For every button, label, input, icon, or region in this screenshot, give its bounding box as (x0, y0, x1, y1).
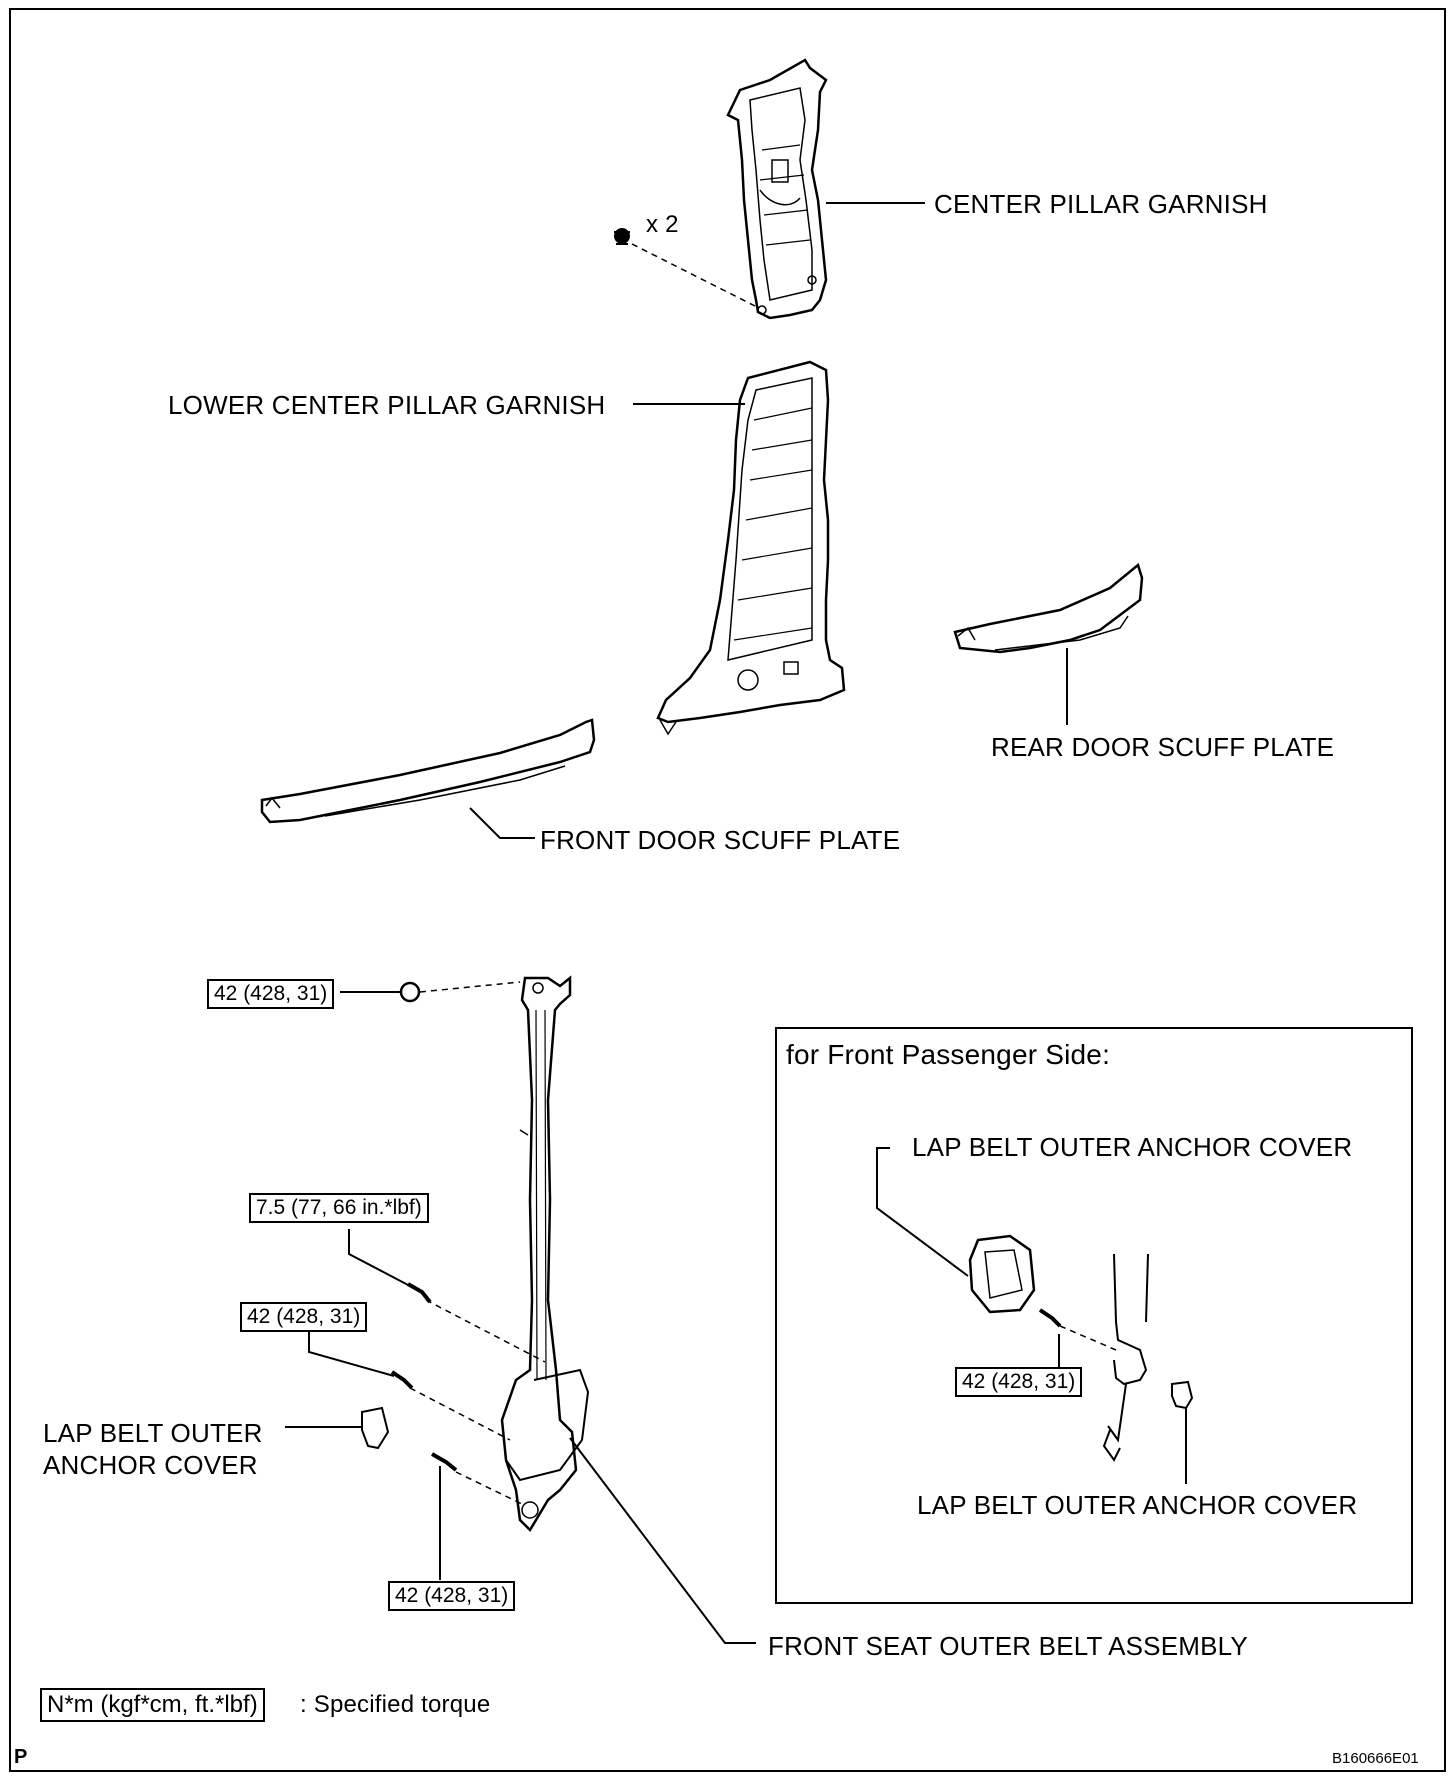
diagram-frame (9, 8, 1446, 1772)
passenger-side-inset (775, 1027, 1413, 1604)
front-scuff-leader (469, 807, 535, 839)
lower-center-pillar-garnish-part (656, 360, 846, 736)
guide-bolt-icon (407, 1282, 432, 1304)
lower-center-pillar-garnish-label: LOWER CENTER PILLAR GARNISH (168, 390, 606, 420)
front-seat-outer-belt-assembly-label: FRONT SEAT OUTER BELT ASSEMBLY (768, 1631, 1248, 1661)
passenger-bolt-icon (1038, 1308, 1062, 1328)
center-pillar-garnish-label: CENTER PILLAR GARNISH (934, 189, 1268, 219)
torque-legend-box: N*m (kgf*cm, ft.*lbf) (40, 1688, 265, 1722)
clip-leader (631, 243, 756, 307)
front-door-scuff-plate-label: FRONT DOOR SCUFF PLATE (540, 825, 901, 855)
belt-assembly-leader (569, 1437, 756, 1644)
lower-anchor-bolt-icon (431, 1452, 458, 1472)
inset-title: for Front Passenger Side: (786, 1039, 1111, 1070)
guide-bolt-torque: 7.5 (77, 66 in.*lbf) (249, 1193, 429, 1223)
passenger-anchor-torque: 42 (428, 31) (955, 1367, 1083, 1397)
clip-icon (614, 228, 630, 245)
center-pillar-garnish-part (726, 58, 828, 320)
passenger-belt-part (1102, 1253, 1149, 1462)
figure-id: B160666E01 (1332, 1750, 1419, 1767)
upper-anchor-torque: 42 (428, 31) (207, 979, 335, 1009)
passenger-cover-top-part (968, 1234, 1036, 1314)
upper-anchor-nut-icon (399, 981, 421, 1003)
rear-door-scuff-plate-part (953, 562, 1144, 654)
torque-legend-description: : Specified torque (300, 1691, 491, 1718)
lap-belt-cover-label-line2: ANCHOR COVER (43, 1450, 258, 1480)
lap-belt-cover-part (361, 1406, 390, 1450)
retractor-bolt-torque: 42 (428, 31) (240, 1302, 368, 1332)
inset-cover-top-label: LAP BELT OUTER ANCHOR COVER (912, 1132, 1353, 1162)
corner-letter: P (14, 1746, 28, 1768)
clip-count-label: x 2 (646, 211, 679, 238)
front-seat-outer-belt-assembly-part (500, 975, 590, 1533)
retractor-bolt-icon (390, 1370, 414, 1390)
rear-door-scuff-plate-label: REAR DOOR SCUFF PLATE (991, 732, 1335, 762)
lower-anchor-torque: 42 (428, 31) (388, 1581, 516, 1611)
inset-cover-bottom-label: LAP BELT OUTER ANCHOR COVER (917, 1490, 1358, 1520)
front-door-scuff-plate-part (260, 718, 596, 824)
lap-belt-cover-label-line1: LAP BELT OUTER (43, 1418, 263, 1448)
